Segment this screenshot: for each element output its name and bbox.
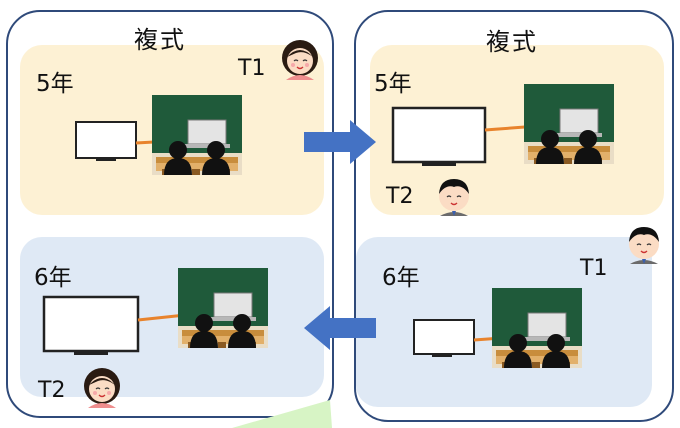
teacher-male-icon: [628, 226, 660, 265]
left-grade6-label: 6年: [34, 265, 72, 291]
monitor-icon: [42, 295, 140, 355]
classroom-icon: [523, 83, 615, 165]
left-panel-title: 複式: [134, 26, 186, 54]
classroom-icon: [151, 94, 243, 176]
right-teacher-top-label: T2: [386, 184, 414, 209]
classroom-icon: [491, 287, 583, 369]
teacher-male-icon: [438, 178, 470, 217]
monitor-icon: [391, 106, 487, 166]
right-panel-title: 複式: [486, 28, 538, 56]
teacher-female-icon: [281, 39, 319, 81]
teacher-female-icon: [83, 367, 121, 409]
left-panel: [6, 10, 334, 418]
right-teacher-bottom-label: T1: [580, 256, 608, 281]
right-grade5-label: 5年: [374, 71, 412, 97]
monitor-icon: [75, 121, 137, 161]
left-teacher-top-label: T1: [238, 56, 266, 81]
monitor-icon: [413, 319, 475, 357]
right-grade6-label: 6年: [382, 265, 420, 291]
arrow-left-icon: [304, 306, 376, 350]
left-grade5-label: 5年: [36, 71, 74, 97]
arrow-right-icon: [304, 120, 376, 164]
classroom-icon: [177, 267, 269, 349]
left-teacher-bottom-label: T2: [38, 378, 66, 403]
